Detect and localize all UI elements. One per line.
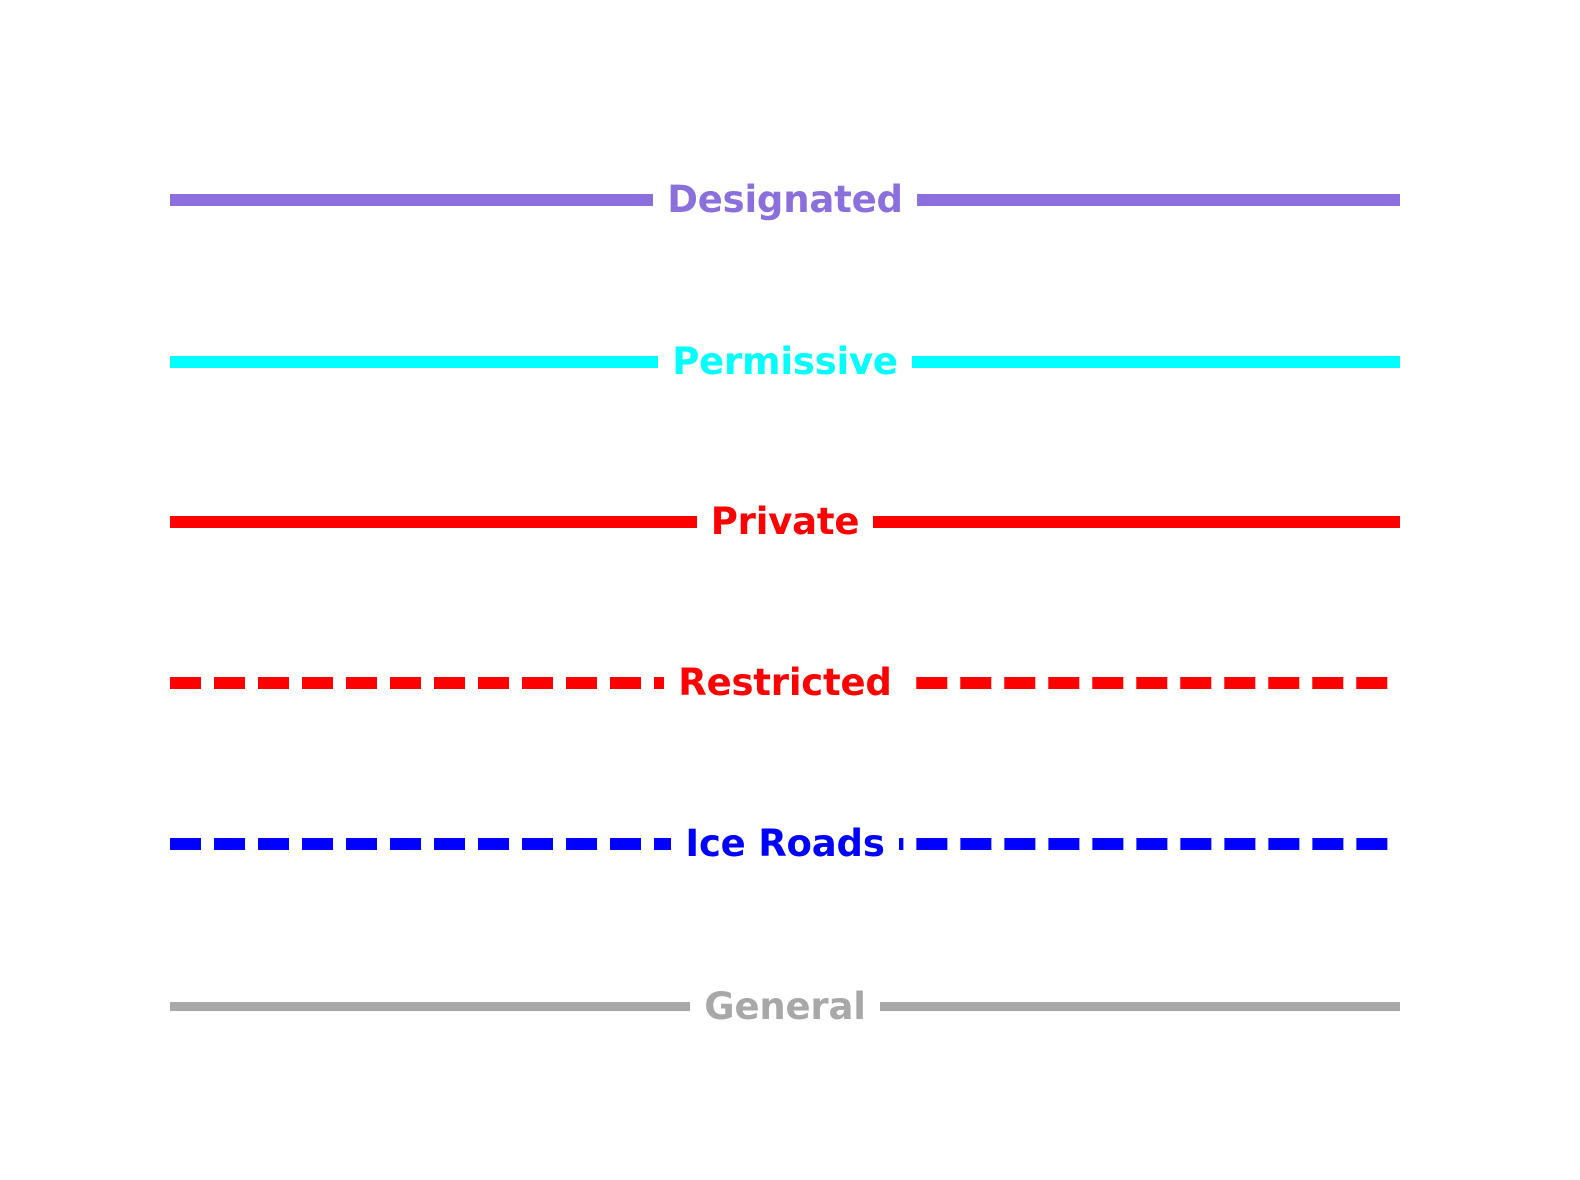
legend-label-designated: Designated — [667, 178, 903, 221]
legend-label-ice-roads: Ice Roads — [685, 822, 885, 865]
legend-row-ice-roads: Ice Roads — [170, 822, 1401, 865]
legend-line-left-ice-roads — [170, 837, 672, 850]
legend-line-right-private — [873, 515, 1401, 528]
legend-row-private: Private — [170, 500, 1401, 543]
legend-line-right-ice-roads — [898, 837, 1401, 850]
legend-row-restricted: Restricted — [170, 664, 1400, 701]
legend-line-right-general — [879, 1002, 1400, 1011]
legend-line-left-private — [170, 515, 697, 528]
legend-line-left-restricted — [170, 676, 665, 689]
legend-line-left-permissive — [170, 355, 659, 368]
legend-label-general: General — [704, 985, 866, 1028]
legend-row-permissive: Permissive — [170, 340, 1401, 383]
legend-label-permissive: Permissive — [672, 340, 898, 383]
legend-row-general: General — [170, 988, 1400, 1025]
legend-line-right-restricted — [905, 676, 1400, 689]
legend-label-restricted: Restricted — [678, 661, 892, 704]
legend-line-left-designated — [170, 193, 654, 206]
legend-line-right-permissive — [911, 355, 1401, 368]
legend-label-private: Private — [710, 500, 860, 543]
legend-line-right-designated — [916, 193, 1401, 206]
legend-row-designated: Designated — [170, 178, 1401, 221]
legend-line-left-general — [170, 1002, 691, 1011]
